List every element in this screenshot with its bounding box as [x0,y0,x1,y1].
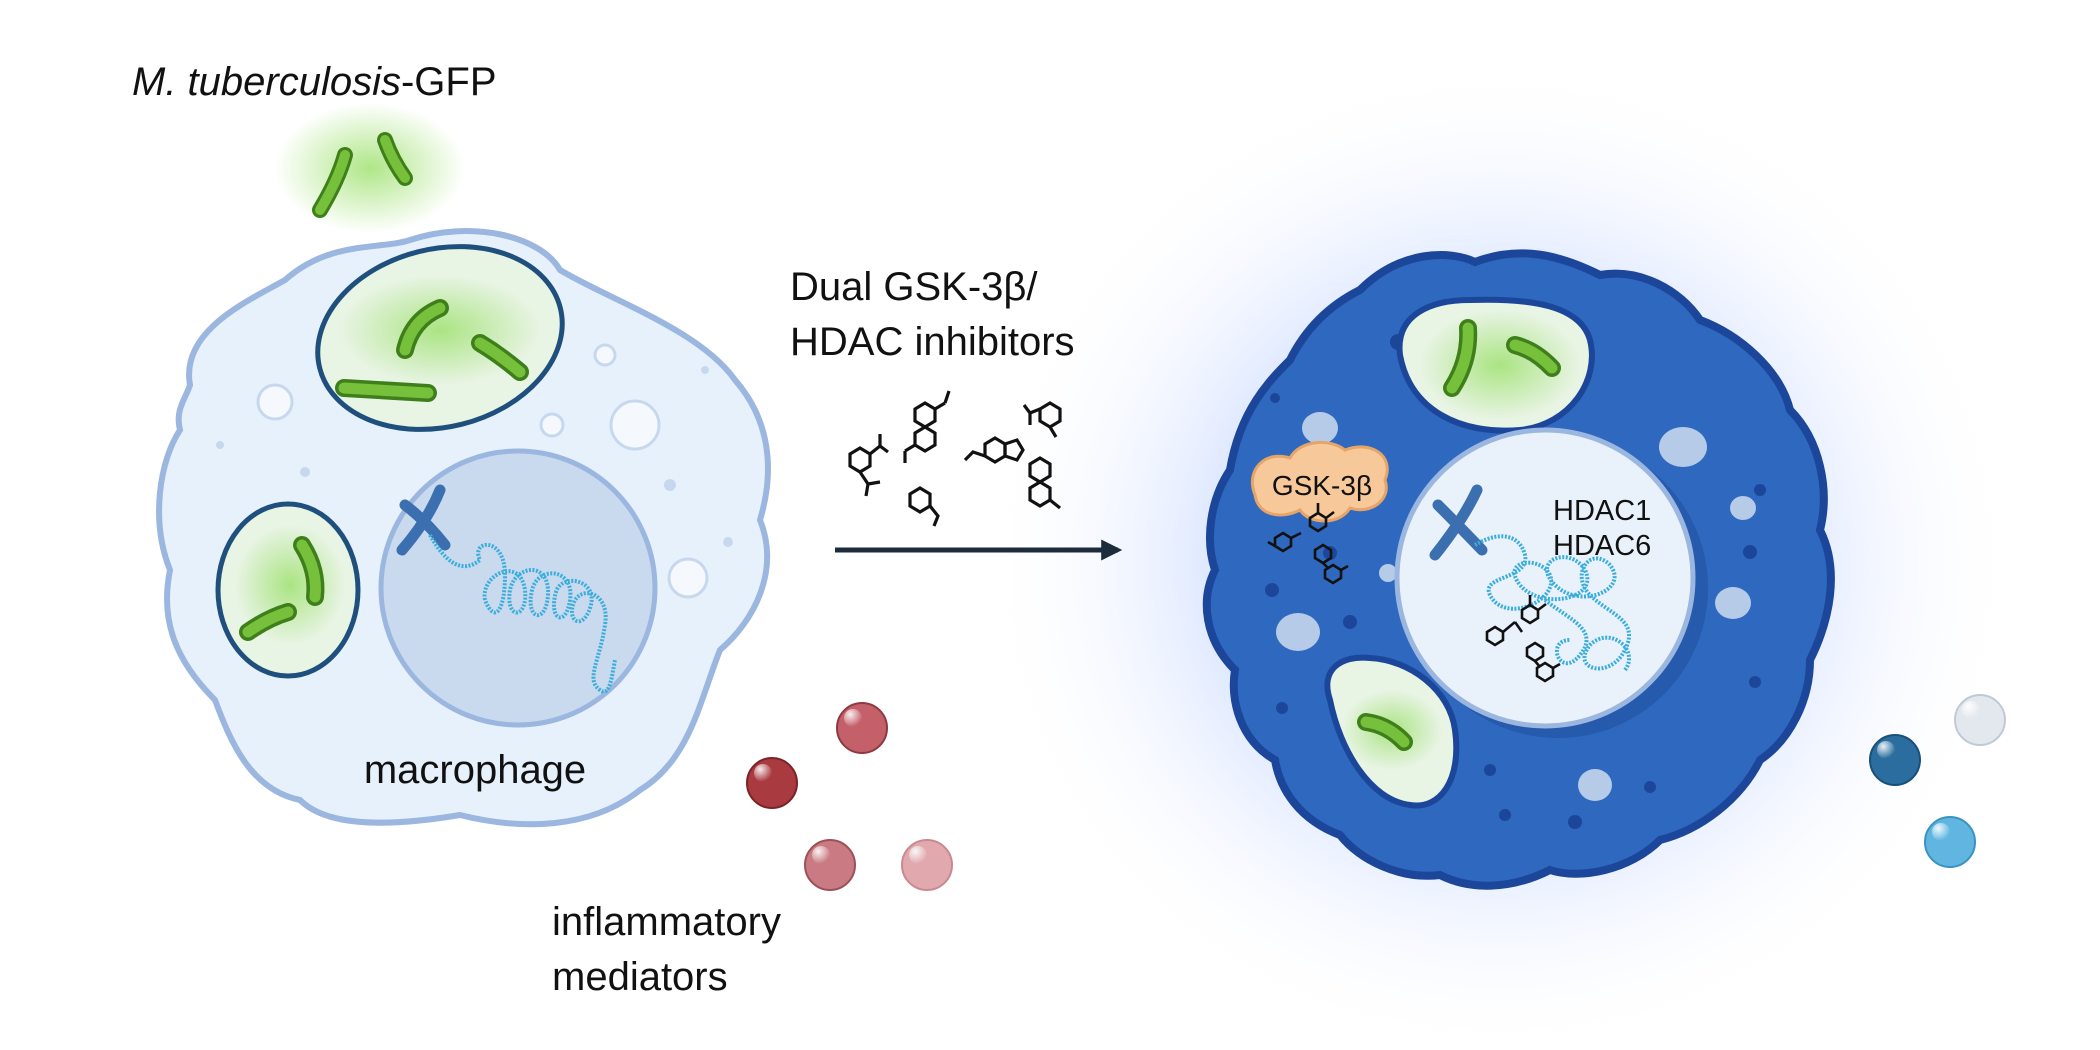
mediators-label-line1: inflammatory [552,900,781,944]
molecule-icon [1485,595,1561,683]
pathogen-name: M. tuberculosis [132,60,401,104]
pathogen-reporter: -GFP [401,60,497,104]
mediator-particle [1954,694,2006,746]
gsk3b-label: GSK-3β [1272,470,1372,501]
free-bacteria [275,103,465,233]
phagosome [315,244,565,432]
macrophage-label: macrophage [364,748,586,792]
chromosome-icon [396,484,451,556]
mediator-particle [746,757,798,809]
molecule-icon [963,436,1025,464]
hdac6-label: HDAC6 [1553,530,1651,562]
phagosome [1324,654,1460,809]
mediator-particle [836,702,888,754]
macrophage-treated: HDAC1 HDAC6 GSK-3β [1202,249,1835,890]
mediators-label-line2: mediators [552,955,728,999]
phagosome [1396,296,1595,434]
nucleus-treated: HDAC1 HDAC6 [1394,427,1708,738]
molecule-icon [908,486,940,527]
mediator-particle [1924,816,1976,868]
inflammatory-mediators [746,702,953,891]
treatment-label-line1: Dual GSK-3β/ [790,265,1038,309]
phagosome [215,501,361,679]
treatment-label-line2: HDAC inhibitors [790,320,1075,364]
nucleus-resting [378,448,658,728]
dna-strand [1473,534,1632,672]
macrophage-resting: macrophage [156,228,771,828]
molecule-icon [1267,503,1349,585]
pathogen-label: M. tuberculosis-GFP [132,60,497,104]
gsk3b-kinase: GSK-3β [1250,440,1389,585]
chromosome-icon [1429,484,1488,561]
dna-strand [428,534,617,694]
molecule-icon [903,390,951,463]
mediator-particle [804,839,856,891]
mediator-particle [901,839,953,891]
reduced-mediators [1869,694,2006,868]
molecule-icon [848,434,889,497]
molecule-icon [1022,401,1062,438]
mediator-particle [1869,734,1921,786]
hdac1-label: HDAC1 [1553,495,1651,527]
inhibitor-molecules [848,390,1062,527]
molecule-icon [1028,456,1061,510]
